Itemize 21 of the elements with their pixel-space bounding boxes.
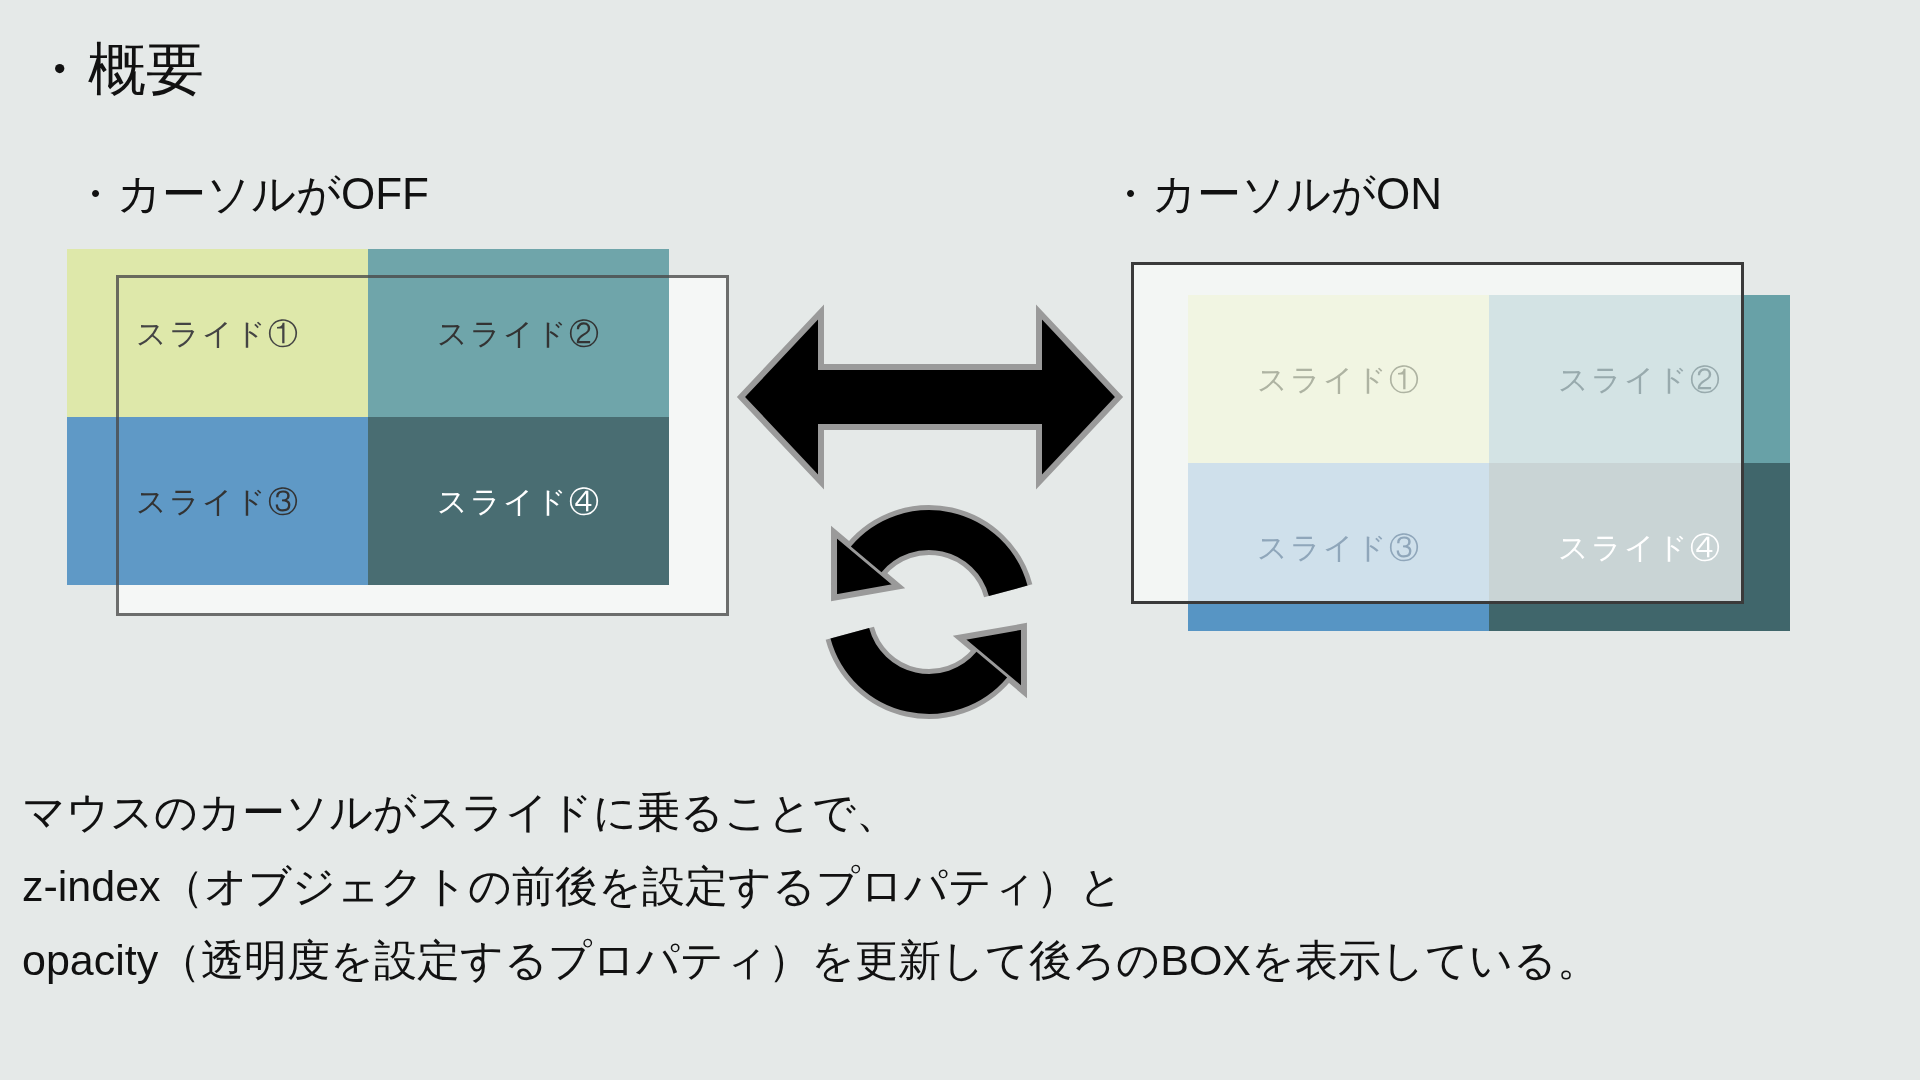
page-title: ・概要 xyxy=(30,40,204,98)
section-heading: ・カーソルがOFF xyxy=(73,168,429,220)
double-arrow xyxy=(736,304,1124,490)
frame-box xyxy=(1131,262,1744,604)
slide-tile xyxy=(67,249,368,417)
slide-tile xyxy=(368,417,669,585)
slide-label: スライド④ xyxy=(436,482,601,521)
slide-label: スライド① xyxy=(135,314,300,353)
slide-label: スライド② xyxy=(436,314,601,353)
section-heading: ・カーソルがON xyxy=(1108,168,1442,220)
slide-label: スライド② xyxy=(1557,360,1722,399)
slide-tile xyxy=(1188,295,1489,463)
slide-label: スライド① xyxy=(1256,360,1421,399)
slide-tile xyxy=(368,249,669,417)
slide-label: スライド③ xyxy=(1256,528,1421,567)
description-text: マウスのカーソルがスライドに乗ることで、 xyxy=(22,787,899,838)
slide-tile xyxy=(67,417,368,585)
slide-label: スライド③ xyxy=(135,482,300,521)
description-text: z-index（オブジェクトの前後を設定するプロパティ）と xyxy=(22,861,1123,912)
frame-box xyxy=(116,275,729,616)
description-text: opacity（透明度を設定するプロパティ）を更新して後ろのBOXを表示している。 xyxy=(22,935,1601,986)
